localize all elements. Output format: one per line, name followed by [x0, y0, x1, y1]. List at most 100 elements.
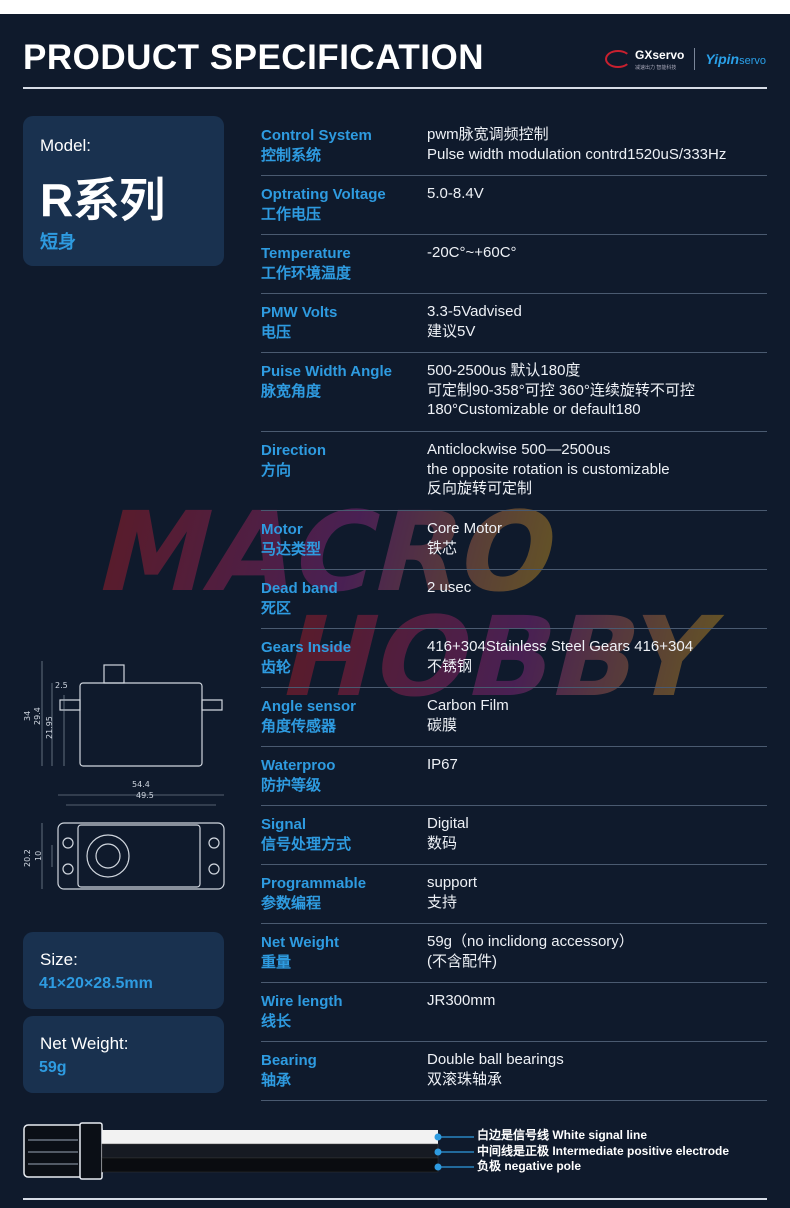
- spec-key-en: Temperature: [261, 245, 351, 262]
- spec-value-line: Double ball bearings: [427, 1051, 564, 1068]
- model-subtitle: 短身: [40, 232, 76, 252]
- spec-value-line: 建议5V: [427, 322, 476, 340]
- spec-key-cn: 信号处理方式: [261, 835, 352, 853]
- model-label: Model:: [40, 136, 92, 155]
- mount-hole-br: [208, 863, 220, 875]
- top-view-body: [77, 824, 201, 888]
- spec-value-line: 反向旋转可定制: [427, 480, 533, 497]
- spec-key: Motor 马达类型: [261, 520, 421, 559]
- spec-value-line: 5.0-8.4V: [427, 185, 484, 202]
- yipin-logo-main: Yipin: [705, 50, 740, 67]
- spec-key-cn: 控制系统: [261, 146, 322, 164]
- gxservo-logo-subtext: 减速出力 智能科技: [635, 65, 677, 71]
- weight-value: 59g: [39, 1059, 67, 1076]
- spec-value-line: the opposite rotation is customizable: [427, 460, 670, 478]
- spec-key-en: PMW Volts: [261, 304, 338, 321]
- spec-key-en: Optrating Voltage: [261, 186, 386, 203]
- spec-key: Net Weight 重量: [261, 933, 421, 972]
- dim-top: 2.5: [55, 681, 68, 690]
- spec-key-cn: 马达类型: [261, 540, 322, 558]
- spec-key-cn: 工作电压: [261, 205, 322, 223]
- spec-value: JR300mm: [427, 991, 767, 1011]
- mount-hole-tr: [208, 837, 220, 849]
- spec-value-line: IP67: [427, 756, 458, 773]
- spec-key-cn: 轴承: [261, 1071, 292, 1089]
- yipin-logo-suffix: servo: [739, 54, 766, 67]
- spec-key-cn: 线长: [261, 1012, 292, 1030]
- cable-legend: 白边是信号线 White signal line 中间线是正极 Intermed…: [477, 1128, 729, 1175]
- spec-value-line: 可定制90-358°可控 360°连续旋转不可控: [427, 381, 695, 399]
- spec-value-line: 416+304Stainless Steel Gears 416+304: [427, 638, 694, 655]
- spec-value: support 支持: [427, 873, 767, 912]
- brand-logos: GXservo 减速出力 智能科技 Yipinservo: [605, 46, 766, 71]
- output-shaft: [103, 664, 125, 684]
- servo-dimension-drawing: 2.5 34 29.4 21.95 54.4 49.5 20.2 10: [23, 661, 225, 890]
- header-rule: [23, 87, 767, 89]
- dim-w2: 49.5: [136, 791, 154, 800]
- spec-key-en: Control System: [261, 127, 372, 144]
- spec-key: Control System 控制系统: [261, 126, 421, 165]
- spec-value-line: JR300mm: [427, 992, 496, 1009]
- dim-side2: 10: [34, 851, 43, 861]
- dim-h2: 29.4: [33, 707, 42, 725]
- right-mount-tab: [201, 699, 223, 711]
- dim-h1: 34: [23, 711, 32, 721]
- spec-key-en: Angle sensor: [261, 698, 357, 715]
- spec-key-cn: 电压: [261, 323, 292, 341]
- side-view-body: [79, 682, 203, 767]
- spec-value-line: support: [427, 874, 478, 891]
- spec-key-en: Net Weight: [261, 934, 340, 951]
- spec-value: 5.0-8.4V: [427, 184, 767, 204]
- weight-label: Net Weight:: [40, 1034, 129, 1053]
- spec-row: Optrating Voltage 工作电压 5.0-8.4V: [261, 176, 767, 235]
- size-card: Size: 41×20×28.5mm: [23, 932, 224, 1009]
- spec-value: IP67: [427, 755, 767, 775]
- spec-value: -20C°~+60C°: [427, 243, 767, 263]
- top-view-gear-inner: [95, 843, 121, 869]
- spec-row: Bearing 轴承 Double ball bearings 双滚珠轴承: [261, 1042, 767, 1101]
- spec-key-cn: 防护等级: [261, 776, 322, 794]
- spec-key-cn: 死区: [261, 599, 292, 617]
- spec-key: PMW Volts 电压: [261, 303, 421, 342]
- spec-key-cn: 参数编程: [261, 894, 322, 912]
- spec-value-line: (不含配件): [427, 952, 497, 970]
- spec-value-line: pwm脉宽调频控制: [427, 126, 549, 143]
- model-name: R系列: [40, 174, 166, 226]
- spec-value: 59g（no inclidong accessory） (不含配件): [427, 932, 767, 971]
- spec-key-cn: 重量: [261, 953, 292, 971]
- spec-value-line: 59g（no inclidong accessory）: [427, 933, 634, 950]
- spec-value-line: Carbon Film: [427, 697, 509, 714]
- white-wire: [102, 1130, 438, 1144]
- model-card: Model: R系列 短身: [23, 116, 224, 266]
- spec-value-line: 180°Customizable or default180: [427, 401, 641, 418]
- spec-value-line: 支持: [427, 893, 458, 911]
- dim-side1: 20.2: [23, 849, 32, 867]
- servo-cable-illustration: [23, 1122, 474, 1180]
- spec-key-en: Bearing: [261, 1052, 317, 1069]
- spec-key-en: Gears Inside: [261, 639, 352, 656]
- spec-value-line: Digital: [427, 815, 469, 832]
- spec-value: 500-2500us 默认180度可定制90-358°可控 360°连续旋转不可…: [427, 361, 767, 420]
- spec-key-en: Motor: [261, 521, 303, 538]
- gxservo-logo-text: GXservo: [635, 48, 685, 62]
- weight-card: Net Weight: 59g: [23, 1016, 224, 1093]
- logo-divider: [694, 47, 696, 70]
- spec-value-line: 数码: [427, 834, 458, 852]
- spec-value-line: 2 usec: [427, 579, 472, 596]
- size-value: 41×20×28.5mm: [39, 975, 153, 992]
- spec-value-line: 双滚珠轴承: [427, 1070, 503, 1088]
- spec-value-line: 500-2500us 默认180度: [427, 362, 581, 379]
